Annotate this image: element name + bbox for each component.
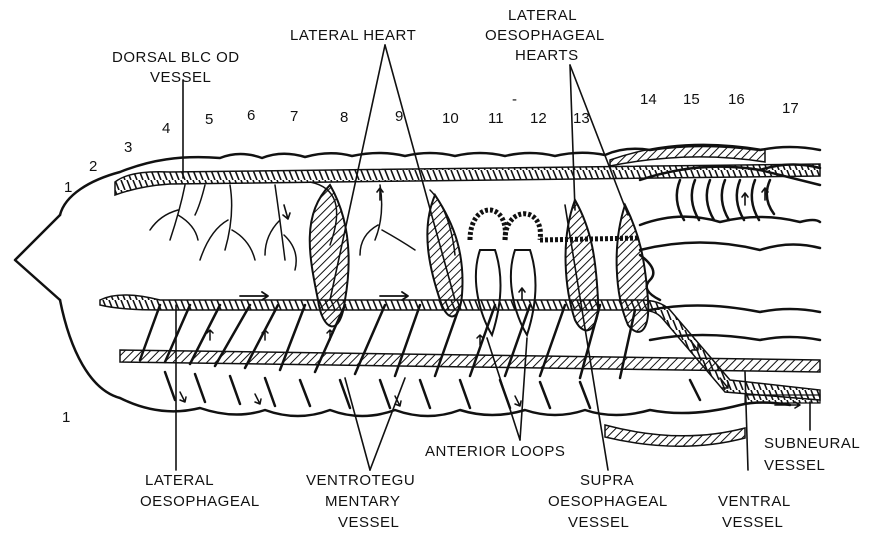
stray-mark: -	[512, 91, 517, 108]
segment-number: 1	[64, 179, 72, 196]
lateral-oesophageal-hearts	[566, 200, 649, 332]
label-lateral-heart: LATERAL HEART	[290, 27, 416, 44]
label-subneural-vessel: SUBNEURAL	[764, 435, 860, 452]
lateral-oesophageal-vessel	[100, 295, 820, 400]
label-ventrotegumentary-vessel: VENTROTEGU	[306, 472, 415, 489]
label-anterior-loops: ANTERIOR LOOPS	[425, 443, 565, 460]
anterior-loops	[470, 210, 640, 335]
segment-number: 2	[89, 158, 97, 175]
dorsal-vessel	[115, 164, 820, 220]
segment-number: 13	[573, 110, 590, 127]
label-lateral-oesophageal: LATERAL	[145, 472, 214, 489]
label-subneural-vessel: VESSEL	[764, 457, 825, 474]
segment-number: 4	[162, 120, 170, 137]
subneural-vessel	[745, 395, 820, 408]
segment-number: 17	[782, 100, 799, 117]
segment-number: 6	[247, 107, 255, 124]
label-lateral-oesophageal-hearts: OESOPHAGEAL	[485, 27, 605, 44]
segment-number: 16	[728, 91, 745, 108]
label-ventral-vessel: VESSEL	[722, 514, 783, 531]
segment-number: 3	[124, 139, 132, 156]
label-ventrotegumentary-vessel: VESSEL	[338, 514, 399, 531]
label-lateral-oesophageal-hearts: HEARTS	[515, 47, 579, 64]
label-supra-oesophageal-vessel: VESSEL	[568, 514, 629, 531]
label-lateral-oesophageal-hearts: LATERAL	[508, 7, 577, 24]
label-supra-oesophageal-vessel: SUPRA	[580, 472, 634, 489]
segment-number: 10	[442, 110, 459, 127]
label-ventrotegumentary-vessel: MENTARY	[325, 493, 400, 510]
segment-number: 12	[530, 110, 547, 127]
label-lateral-oesophageal: OESOPHAGEAL	[140, 493, 260, 510]
segment-number: 8	[340, 109, 348, 126]
segment-number: 9	[395, 108, 403, 125]
segment-number: 5	[205, 111, 213, 128]
label-dorsal-blood-vessel: VESSEL	[150, 69, 211, 86]
segment-number: 11	[488, 110, 504, 127]
label-supra-oesophageal-vessel: OESOPHAGEAL	[548, 493, 668, 510]
leader-lines	[176, 45, 810, 470]
segment-number: 14	[640, 91, 657, 108]
label-dorsal-blood-vessel: DORSAL BLC OD	[112, 49, 240, 66]
dorsal-branches	[150, 182, 455, 270]
segment-number: 15	[683, 91, 700, 108]
ventral-vessel	[120, 350, 820, 372]
label-ventral-vessel: VENTRAL	[718, 493, 791, 510]
segment-number: 7	[290, 108, 298, 125]
stray-mark: 1	[62, 409, 70, 426]
